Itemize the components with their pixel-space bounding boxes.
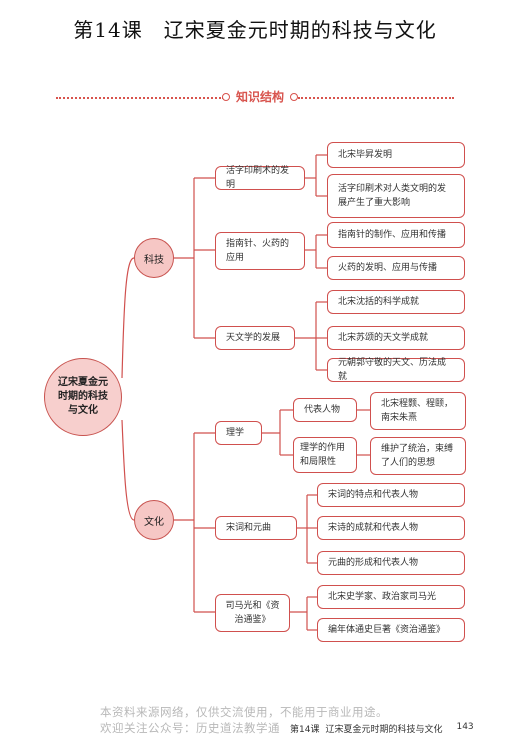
section-divider-dot-right bbox=[290, 93, 298, 101]
footer-page-number: 143 bbox=[456, 722, 474, 732]
node-sima-item-1: 北宋史学家、政治家司马光 bbox=[317, 585, 465, 609]
root-node: 辽宋夏金元时期的科技与文化 bbox=[44, 358, 122, 436]
footer-title: 辽宋夏金元时期的科技与文化 bbox=[325, 725, 443, 735]
node-sima-item-2: 编年体通史巨著《资治通鉴》 bbox=[317, 618, 465, 642]
node-astronomy-item-2: 北宋苏颂的天文学成就 bbox=[327, 326, 465, 350]
node-astronomy-item-1: 北宋沈括的科学成就 bbox=[327, 290, 465, 314]
section-title: 知识结构 bbox=[235, 90, 284, 104]
node-printing: 活字印刷术的发明 bbox=[215, 166, 305, 190]
node-sima: 司马光和《资治通鉴》 bbox=[215, 594, 290, 632]
page-title: 第14课 辽宋夏金元时期的科技与文化 bbox=[73, 18, 437, 42]
node-printing-item-2: 活字印刷术对人类文明的发展产生了重大影响 bbox=[327, 174, 465, 218]
section-divider-left bbox=[56, 97, 224, 99]
node-compass-item-2: 火药的发明、应用与传播 bbox=[327, 256, 465, 280]
node-songci-item-1: 宋词的特点和代表人物 bbox=[317, 483, 465, 507]
root-label: 辽宋夏金元时期的科技与文化 bbox=[58, 377, 108, 416]
section-divider-dot-left bbox=[222, 93, 230, 101]
node-astronomy-item-3: 元朝郭守敬的天文、历法成就 bbox=[327, 358, 465, 382]
node-songci: 宋词和元曲 bbox=[215, 516, 297, 540]
page-footer: 第14课 辽宋夏金元时期的科技与文化 143 bbox=[290, 722, 474, 735]
section-divider-right bbox=[298, 97, 454, 99]
footer-lesson: 第14课 bbox=[290, 725, 320, 735]
node-lixue: 理学 bbox=[215, 421, 262, 445]
node-lixue-role-item: 维护了统治，束缚了人们的思想 bbox=[370, 437, 466, 475]
branch-science: 科技 bbox=[134, 238, 174, 278]
watermark-line-1: 本资料来源网络，仅供交流使用，不能用于商业用途。 bbox=[100, 705, 388, 719]
node-compass-item-1: 指南针的制作、应用和传播 bbox=[327, 222, 465, 248]
node-compass: 指南针、火药的应用 bbox=[215, 232, 305, 270]
branch-science-label: 科技 bbox=[144, 254, 164, 266]
node-lixue-rep: 代表人物 bbox=[293, 398, 357, 422]
node-lixue-rep-item: 北宋程颢、程颐，南宋朱熹 bbox=[370, 392, 466, 430]
node-songci-item-3: 元曲的形成和代表人物 bbox=[317, 551, 465, 575]
watermark-line-2: 欢迎关注公众号：历史道法教学通 bbox=[100, 721, 280, 735]
node-lixue-role: 理学的作用和局限性 bbox=[293, 437, 357, 473]
branch-culture-label: 文化 bbox=[144, 516, 164, 528]
branch-culture: 文化 bbox=[134, 500, 174, 540]
node-printing-item-1: 北宋毕昇发明 bbox=[327, 142, 465, 168]
node-astronomy: 天文学的发展 bbox=[215, 326, 295, 350]
node-songci-item-2: 宋诗的成就和代表人物 bbox=[317, 516, 465, 540]
